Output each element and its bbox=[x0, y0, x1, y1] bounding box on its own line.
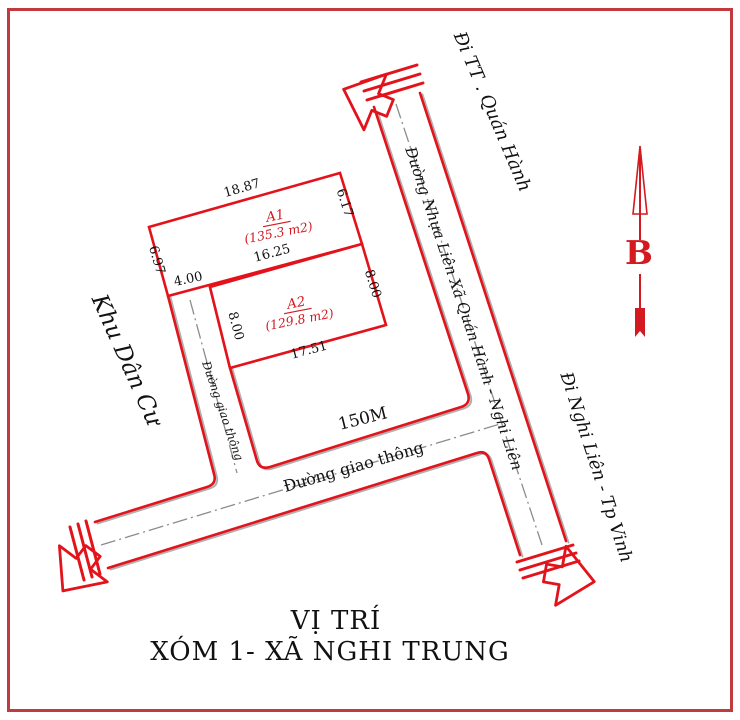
main-road-centerline bbox=[395, 103, 543, 546]
south-road-arrow-icon bbox=[542, 544, 596, 607]
branch-road-centerline bbox=[189, 299, 238, 474]
dim-a2-left: 8.00 bbox=[224, 310, 246, 342]
front-road-label: Đường giao thông bbox=[281, 438, 426, 496]
branch-road-left-edge bbox=[93, 294, 216, 524]
dim-road-opening: 4.00 bbox=[173, 269, 204, 290]
parcel-a2-name: A2 bbox=[284, 294, 307, 314]
front-road-length-label: 150M bbox=[336, 403, 389, 434]
destination-north-label: Đi TT . Quán Hành bbox=[448, 28, 535, 195]
front-road-bottom-edge bbox=[106, 450, 522, 570]
residential-area-label: Khu Dân Cư bbox=[85, 290, 167, 432]
parcel-a1-name: A1 bbox=[263, 207, 286, 227]
north-label: B bbox=[625, 233, 653, 272]
plan-border bbox=[7, 8, 733, 712]
road-end-bars bbox=[68, 63, 581, 582]
north-arrow: B bbox=[625, 145, 653, 337]
road-edges bbox=[93, 91, 568, 570]
map-title-line2: XÓM 1- XÃ NGHI TRUNG bbox=[150, 635, 510, 667]
map-title-line1: VỊ TRÍ bbox=[290, 604, 382, 636]
north-arrow-feather-icon bbox=[635, 308, 645, 337]
main-road-left-edge bbox=[208, 105, 470, 470]
main-road-right-edge bbox=[418, 91, 568, 543]
front-road-centerline bbox=[100, 423, 501, 546]
parcel-a2 bbox=[208, 242, 388, 370]
